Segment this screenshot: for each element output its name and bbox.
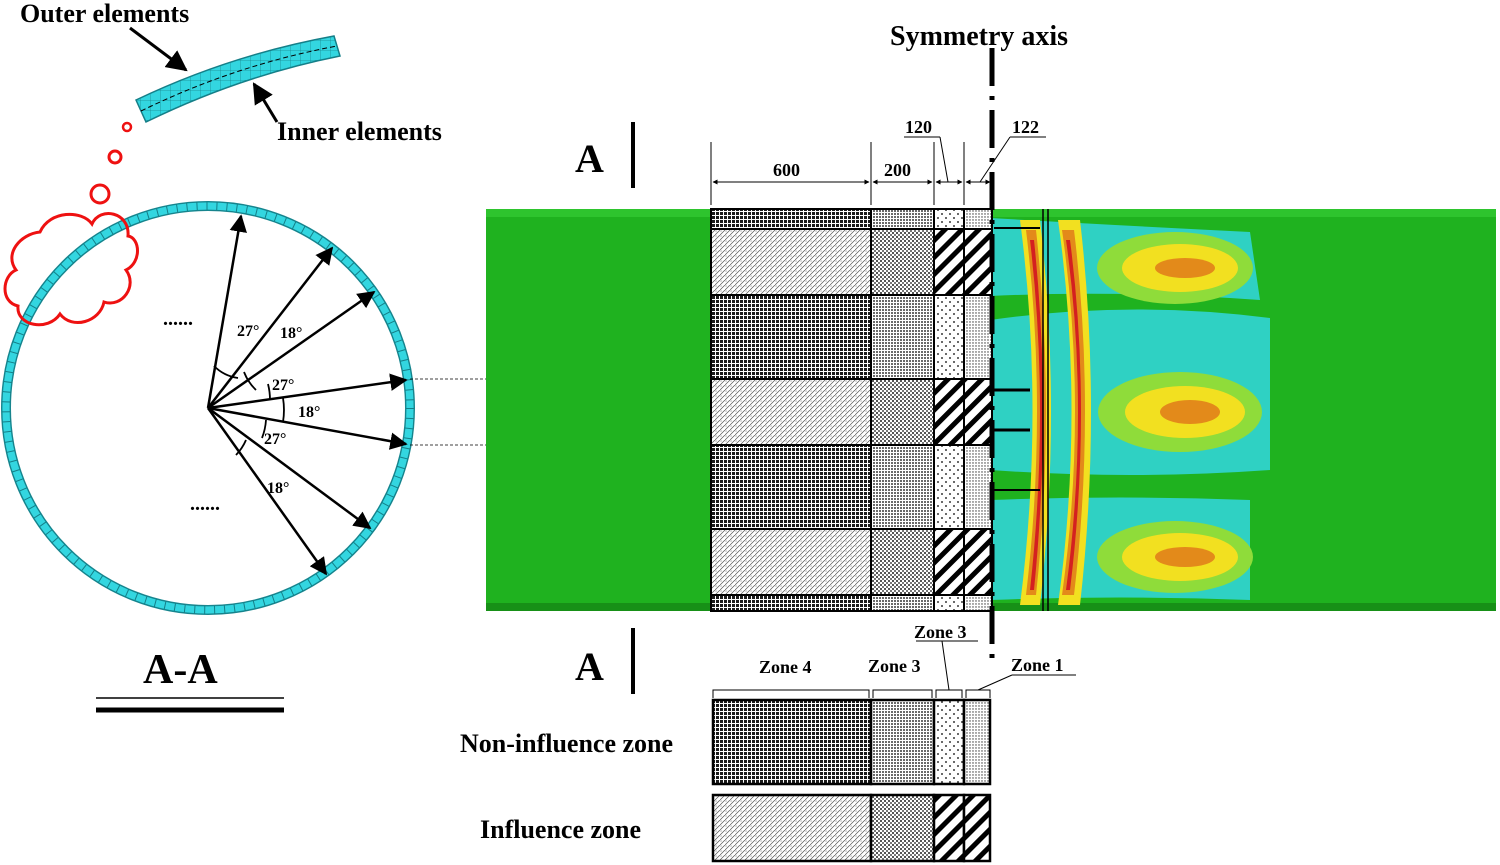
angle-arc-4: [282, 397, 285, 423]
angle-arc-1: [213, 365, 239, 379]
radial-arrow-1: [206, 214, 247, 409]
section-aa-label: A-A: [143, 647, 218, 693]
angle-label-4: 18°: [298, 404, 320, 421]
angle-arcs: [213, 365, 285, 456]
angle-label-5: 27°: [264, 431, 286, 448]
dimension-lines: [710, 136, 1046, 205]
zone3-label-left: Zone 3: [868, 656, 921, 676]
legend-non-influence-zone1: [962, 698, 992, 786]
angle-label-2: 18°: [280, 325, 302, 342]
angle-arc-2: [243, 371, 257, 391]
legend-influence-zone4: [711, 793, 873, 863]
radial-arrow-2: [207, 246, 334, 409]
angle-arc-5: [261, 419, 267, 439]
angle-label-3: 27°: [272, 377, 294, 394]
legend-blocks: [711, 698, 992, 863]
dim-200: 200: [884, 160, 911, 180]
ellipsis-bottom: ......: [190, 493, 220, 515]
zone1-label: Zone 1: [1011, 655, 1064, 675]
bubble-large: [89, 183, 111, 205]
mesh-ring-divisions: [2, 202, 414, 614]
legend-influence-zone1: [962, 793, 992, 863]
radial-arrow-4: [207, 373, 408, 410]
legend-non-influence-zone3: [869, 698, 936, 786]
dim-600: 600: [773, 160, 800, 180]
cross-section: 27° 18° 27° 18° 27° 18° ...... ...... Ou…: [1, 0, 442, 713]
inner-elements-label: Inner elements: [277, 117, 442, 146]
section-a-top: A: [575, 136, 604, 181]
zone-grid: [710, 208, 993, 612]
radial-arrow-6: [207, 406, 372, 530]
symmetry-axis-label: Symmetry axis: [890, 21, 1068, 52]
zone-brackets: [712, 640, 1076, 698]
legend-influence-zone3: [869, 793, 936, 863]
legend-influence-zone2: [932, 793, 966, 863]
legend-non-influence-label: Non-influence zone: [460, 729, 673, 758]
ellipsis-top: ......: [163, 308, 193, 330]
bubble-small: [121, 121, 133, 133]
section-a-bottom: A: [575, 644, 604, 689]
angle-label-1: 27°: [237, 323, 259, 340]
angle-arc-3: [267, 383, 271, 401]
zone3-label-right: Zone 3: [914, 622, 967, 642]
element-strip: [135, 35, 341, 124]
dim-120: 120: [905, 117, 932, 137]
legend-non-influence-zone4: [711, 698, 873, 786]
magnify-cloud: [3, 212, 139, 327]
legend-influence-label: Influence zone: [480, 815, 641, 844]
zone4-label: Zone 4: [759, 657, 812, 677]
stress-contours: [990, 209, 1270, 611]
angle-label-6: 18°: [267, 480, 289, 497]
angle-arc-6: [235, 439, 247, 456]
outer-elements-label: Outer elements: [20, 0, 189, 28]
radial-arrow-7: [206, 407, 328, 576]
bubble-medium: [107, 149, 123, 165]
radial-arrow-3: [207, 290, 376, 410]
legend-non-influence-zone2: [932, 698, 966, 786]
dim-122: 122: [1012, 117, 1039, 137]
radial-arrow-5: [207, 406, 408, 450]
